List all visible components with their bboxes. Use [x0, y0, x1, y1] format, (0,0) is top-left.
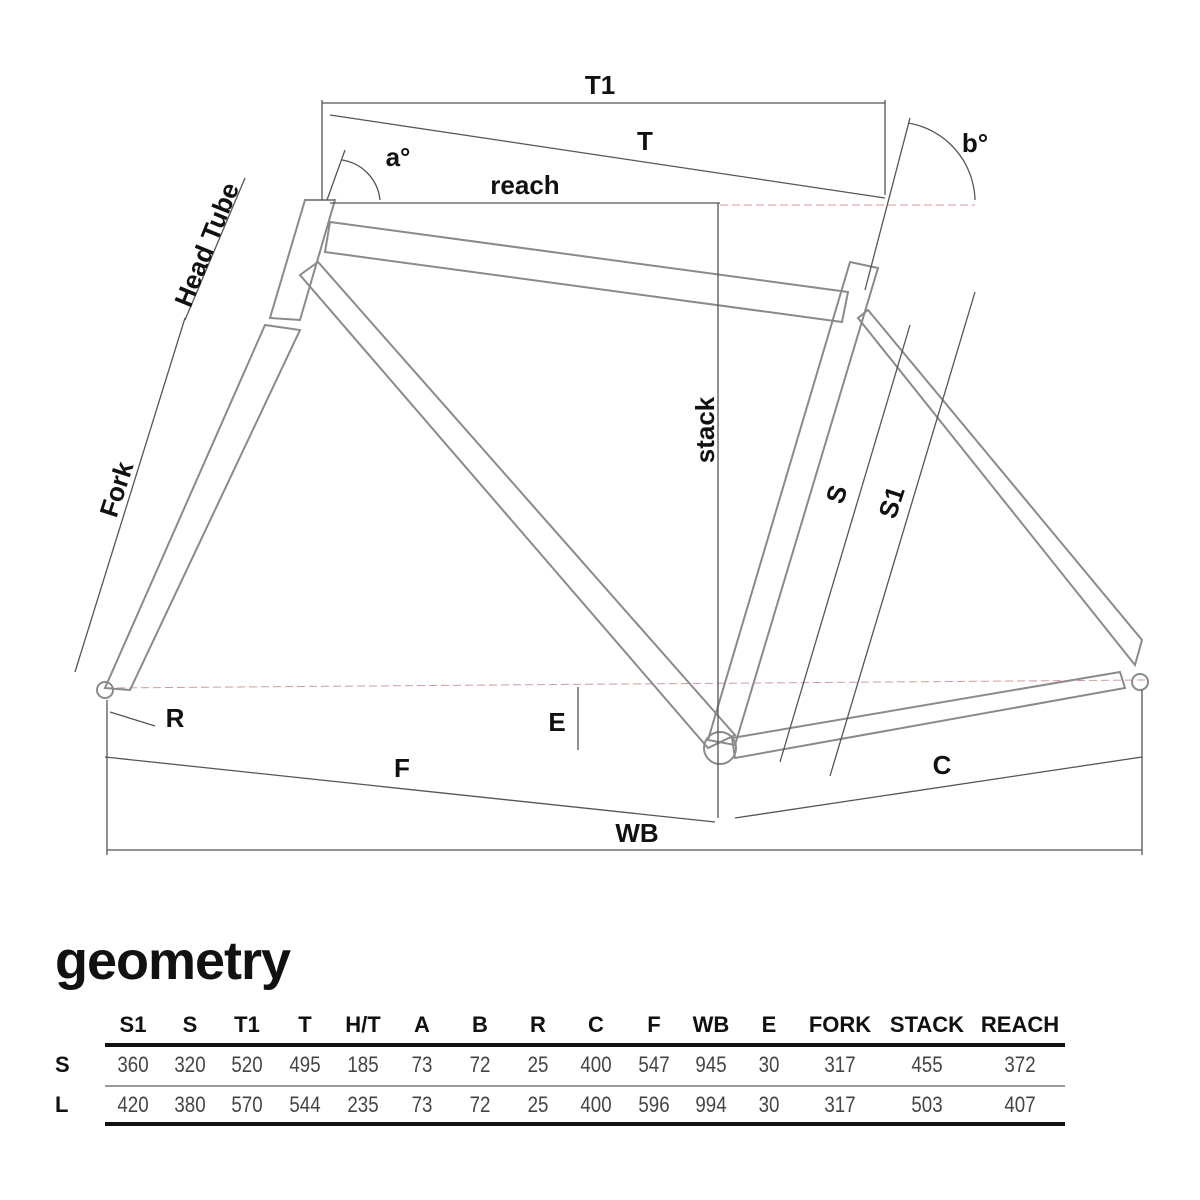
table-cell: 72	[469, 1092, 491, 1117]
front-dropout	[96, 681, 114, 699]
column-header: A	[414, 1012, 430, 1037]
row-size-label: L	[55, 1092, 69, 1117]
table-cell: 72	[469, 1052, 491, 1077]
column-header: E	[761, 1012, 777, 1037]
table-cell: 495	[289, 1052, 321, 1077]
table-cell: 25	[527, 1052, 549, 1077]
table-cell: 503	[911, 1092, 943, 1117]
table-bottom-rule	[105, 1122, 1065, 1126]
table-header-rule	[105, 1043, 1065, 1047]
label-a-angle: a°	[386, 142, 411, 172]
chainstay	[730, 670, 1127, 760]
top-tube	[323, 220, 850, 324]
dimension-lines	[74, 100, 1143, 855]
table-cell: 596	[638, 1092, 670, 1117]
table-cell: 30	[758, 1052, 780, 1077]
table-cell: 455	[911, 1052, 943, 1077]
column-header: STACK	[889, 1012, 965, 1037]
table-cell: 570	[231, 1092, 263, 1117]
column-header: B	[472, 1012, 488, 1037]
table-cell: 73	[411, 1052, 433, 1077]
column-header: S	[182, 1012, 198, 1037]
table-cell: 320	[174, 1052, 206, 1077]
label-wb: WB	[615, 818, 658, 848]
column-header: REACH	[980, 1012, 1060, 1037]
table-cell: 25	[527, 1092, 549, 1117]
bottom-bracket	[703, 731, 737, 765]
table-cell: 400	[580, 1092, 612, 1117]
geometry-title: geometry	[55, 931, 291, 991]
table-cell: 400	[580, 1052, 612, 1077]
column-header: T1	[234, 1012, 260, 1037]
table-cell: 380	[174, 1092, 206, 1117]
label-head-tube: Head Tube	[168, 178, 245, 311]
row-size-label: S	[55, 1052, 70, 1077]
table-cell: 945	[695, 1052, 727, 1077]
seat-stay	[856, 308, 1144, 668]
frame-drawing	[96, 199, 1149, 765]
label-reach: reach	[490, 170, 559, 200]
column-header: WB	[692, 1012, 730, 1037]
column-header: S1	[119, 1012, 147, 1037]
label-r: R	[166, 703, 185, 733]
column-header: F	[647, 1012, 661, 1037]
label-t1: T1	[585, 70, 615, 100]
label-e: E	[548, 707, 565, 737]
table-cell: 520	[231, 1052, 263, 1077]
column-header: C	[588, 1012, 604, 1037]
table-cell: 544	[289, 1092, 321, 1117]
fork-blade	[103, 323, 302, 692]
column-header: T	[298, 1012, 312, 1037]
column-header: R	[530, 1012, 546, 1037]
table-cell: 30	[758, 1092, 780, 1117]
table-cell: 317	[824, 1092, 856, 1117]
table-cell: 547	[638, 1052, 670, 1077]
seat-tube	[706, 260, 880, 747]
label-t: T	[637, 126, 653, 156]
table-cell: 407	[1004, 1092, 1036, 1117]
table-cell: 372	[1004, 1052, 1036, 1077]
down-tube	[298, 260, 737, 750]
table-cell: 317	[824, 1052, 856, 1077]
label-f: F	[394, 753, 410, 783]
head-tube	[268, 199, 337, 322]
table-cell: 420	[117, 1092, 149, 1117]
label-c: C	[933, 750, 952, 780]
frame-diagram: T1 T reach a° b° Head Tube Fork stack S …	[74, 70, 1149, 855]
table-cell: 185	[347, 1052, 379, 1077]
rear-dropout	[1131, 673, 1149, 691]
table-row-rule	[105, 1085, 1065, 1087]
column-header: H/T	[345, 1012, 381, 1037]
table-cell: 360	[117, 1052, 149, 1077]
table-cell: 235	[347, 1092, 379, 1117]
label-fork: Fork	[93, 457, 139, 520]
label-stack: stack	[690, 396, 720, 463]
label-s1: S1	[872, 482, 910, 522]
table-cell: 994	[695, 1092, 727, 1117]
table-cell: 73	[411, 1092, 433, 1117]
label-s: S	[819, 481, 853, 507]
label-b-angle: b°	[962, 128, 988, 158]
column-header: FORK	[808, 1012, 872, 1037]
